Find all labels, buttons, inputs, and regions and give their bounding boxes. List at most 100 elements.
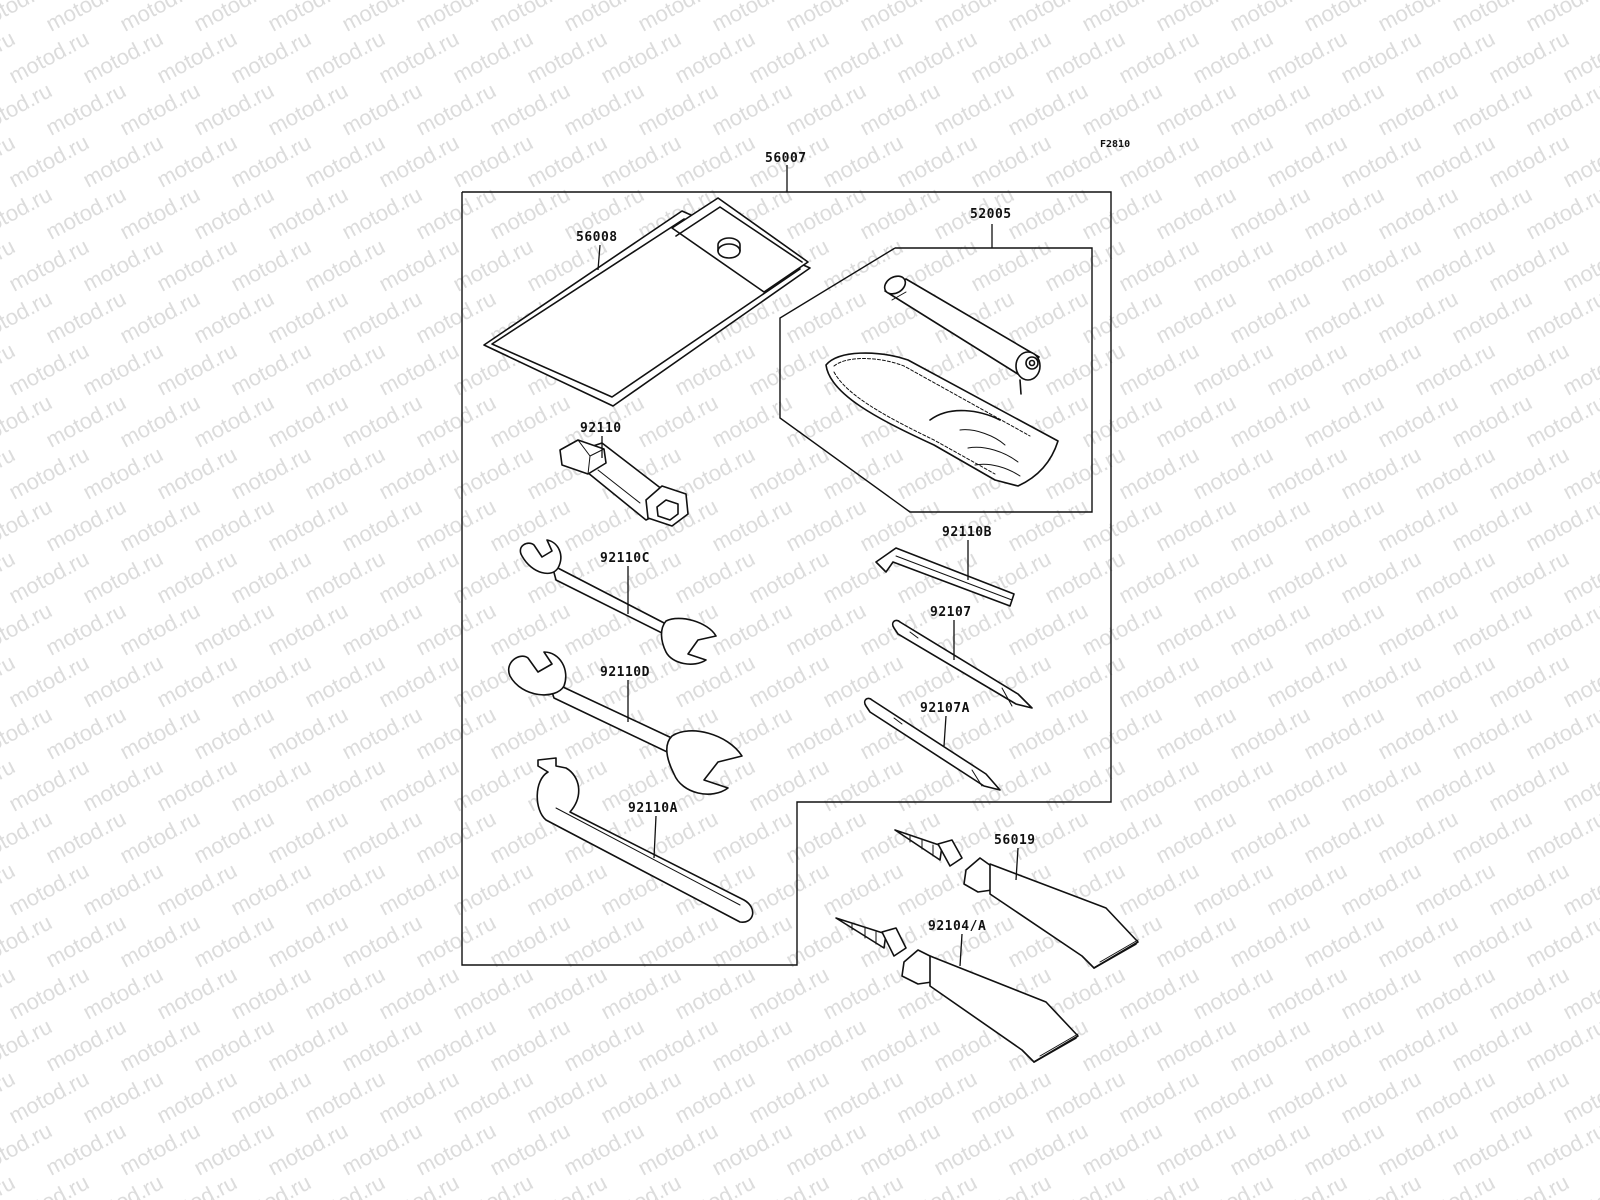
watermark-text: motod.ru [301,858,389,921]
watermark-text: motod.ru [1263,26,1351,89]
watermark-text: motod.ru [930,78,1018,141]
watermark-text: motod.ru [1078,78,1166,141]
watermark-text: motod.ru [1411,338,1499,401]
watermark-text: motod.ru [1337,858,1425,921]
watermark-text: motod.ru [5,442,93,505]
watermark-text: motod.ru [1485,130,1573,193]
watermark-text: motod.ru [1263,234,1351,297]
watermark-text: motod.ru [1485,754,1573,817]
watermark-text: motod.ru [671,1066,759,1129]
watermark-text: motod.ru [1152,598,1240,661]
watermark-text: motod.ru [560,910,648,973]
hex-key-illustration [875,547,1015,607]
watermark-text: motod.ru [1041,1170,1129,1200]
callout-plug-wrench: 92110 [580,421,622,436]
watermark-text: motod.ru [301,234,389,297]
watermark-text: motod.ru [1115,650,1203,713]
watermark-text: motod.ru [1300,78,1388,141]
plug-wrench-illustration [559,439,689,527]
watermark-text: motod.ru [745,1170,833,1200]
watermark-text: motod.ru [1374,702,1462,765]
watermark-text: motod.ru [1189,858,1277,921]
watermark-text: motod.ru [1078,494,1166,557]
watermark-text: motod.ru [1041,1066,1129,1129]
watermark-text: motod.ru [1004,286,1092,349]
watermark-text: motod.ru [42,182,130,245]
watermark-text: motod.ru [1485,962,1573,1025]
watermark-text: motod.ru [338,286,426,349]
watermark-text: motod.ru [1263,754,1351,817]
watermark-text: motod.ru [301,650,389,713]
watermark-text: motod.ru [1485,26,1573,89]
watermark-text: motod.ru [1263,130,1351,193]
watermark-text: motod.ru [1226,390,1314,453]
watermark-text: motod.ru [1374,390,1462,453]
watermark-text: motod.ru [5,962,93,1025]
watermark-text: motod.ru [375,442,463,505]
watermark-text: motod.ru [42,494,130,557]
watermark-text: motod.ru [375,754,463,817]
callout-tire-repair: 52005 [970,207,1012,222]
watermark-text: motod.ru [1337,338,1425,401]
watermark-text: motod.ru [1411,1170,1499,1200]
watermark-text: motod.ru [671,130,759,193]
watermark-text: motod.ru [412,1014,500,1077]
watermark-text: motod.ru [1189,1170,1277,1200]
watermark-text: motod.ru [412,286,500,349]
watermark-text: motod.ru [1189,130,1277,193]
watermark-text: motod.ru [5,338,93,401]
callout-kit: 56007 [765,151,807,166]
watermark-text: motod.ru [1263,1066,1351,1129]
watermark-text: motod.ru [42,910,130,973]
watermark-text: motod.ru [5,858,93,921]
watermark-text: motod.ru [1300,182,1388,245]
watermark-text: motod.ru [1115,858,1203,921]
watermark-text: motod.ru [375,234,463,297]
watermark-text: motod.ru [227,754,315,817]
watermark-text: motod.ru [1041,26,1129,89]
watermark-text: motod.ru [79,650,167,713]
watermark-text: motod.ru [1374,182,1462,245]
watermark-text: motod.ru [1411,962,1499,1025]
watermark-text: motod.ru [5,754,93,817]
watermark-text: motod.ru [1300,1014,1388,1077]
watermark-text: motod.ru [1226,702,1314,765]
watermark-text: motod.ru [116,910,204,973]
watermark-text: motod.ru [745,1066,833,1129]
watermark-text: motod.ru [486,910,574,973]
watermark-text: motod.ru [1411,650,1499,713]
watermark-text: motod.ru [1226,910,1314,973]
watermark-text: motod.ru [116,806,204,869]
watermark-text: motod.ru [1226,1014,1314,1077]
watermark-text: motod.ru [967,1170,1055,1200]
watermark-text: motod.ru [153,26,241,89]
watermark-text: motod.ru [560,1118,648,1181]
watermark-text: motod.ru [1300,910,1388,973]
watermark-text: motod.ru [1078,702,1166,765]
watermark-text: motod.ru [264,78,352,141]
watermark-text: motod.ru [819,130,907,193]
watermark-text: motod.ru [264,910,352,973]
watermark-text: motod.ru [597,130,685,193]
tool-bag-illustration [483,197,811,407]
watermark-text: motod.ru [708,1014,796,1077]
watermark-text: motod.ru [227,546,315,609]
watermark-text: motod.ru [1152,390,1240,453]
watermark-text: motod.ru [1226,806,1314,869]
watermark-text: motod.ru [5,130,93,193]
watermark-text: motod.ru [523,962,611,1025]
watermark-text: motod.ru [338,494,426,557]
watermark-text: motod.ru [782,78,870,141]
watermark-text: motod.ru [1041,234,1129,297]
wrench-d-illustration [507,651,743,795]
watermark-text: motod.ru [708,598,796,661]
watermark-text: motod.ru [264,1014,352,1077]
watermark-text: motod.ru [227,858,315,921]
watermark-text: motod.ru [153,1170,241,1200]
watermark-text: motod.ru [1485,1066,1573,1129]
watermark-text: motod.ru [412,1118,500,1181]
kit-outline [461,191,1112,966]
watermark-text: motod.ru [1004,702,1092,765]
